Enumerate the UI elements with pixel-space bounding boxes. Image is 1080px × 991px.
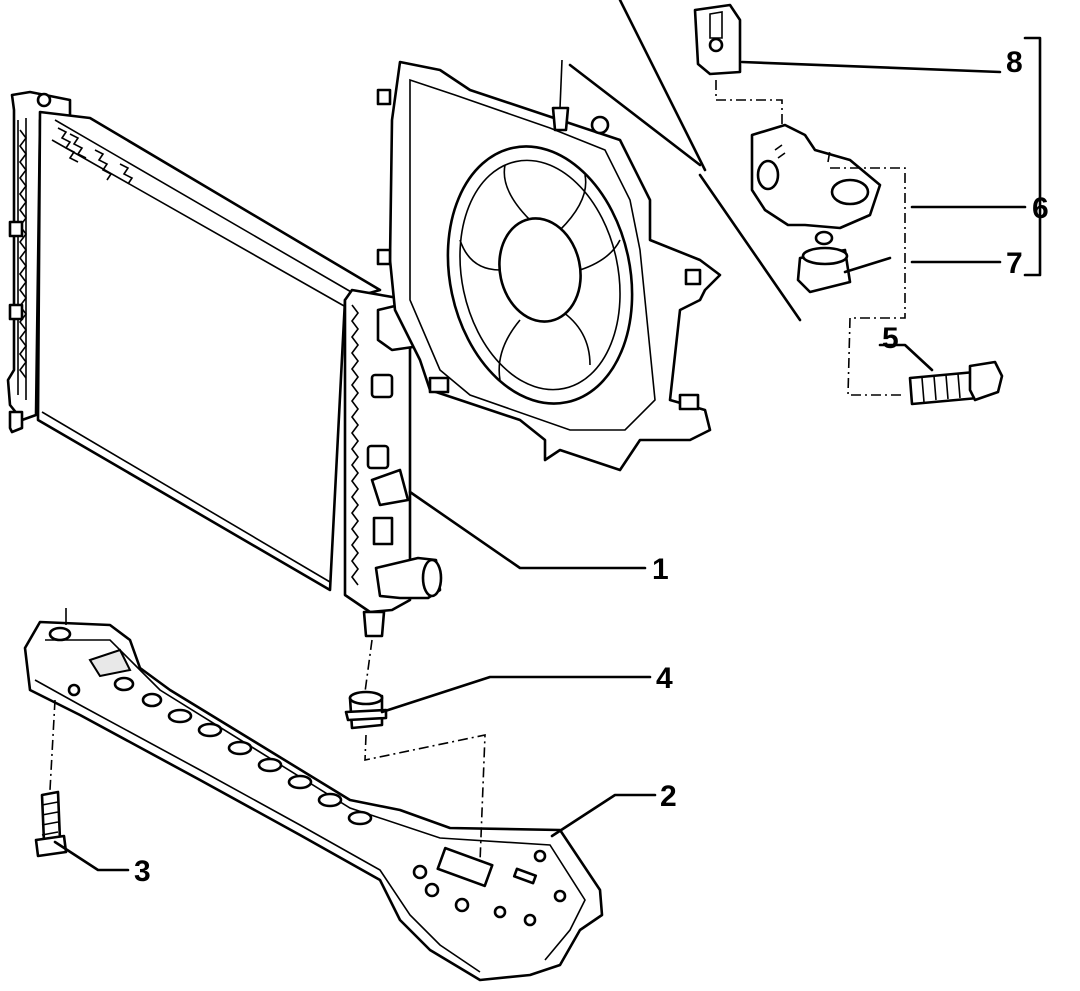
callout-5: 5 [882, 322, 899, 355]
callout-6: 6 [1032, 192, 1049, 225]
callout-2: 2 [660, 780, 677, 813]
fan-shroud [376, 59, 722, 472]
callout-1: 1 [652, 553, 669, 586]
callout-7: 7 [1006, 247, 1023, 280]
rod-line [568, 63, 702, 167]
rod-line [618, 0, 707, 172]
bolt-3 [34, 608, 68, 858]
rod-line [698, 173, 802, 322]
upper-bracket-assembly [693, 3, 1004, 406]
callout-3: 3 [134, 855, 151, 888]
radiator [6, 90, 454, 638]
callout-4: 4 [656, 662, 673, 695]
lower-cross-member [23, 620, 604, 982]
leader-lines [53, 36, 1042, 872]
grommet-4 [344, 639, 486, 863]
callout-8: 8 [1006, 46, 1023, 79]
